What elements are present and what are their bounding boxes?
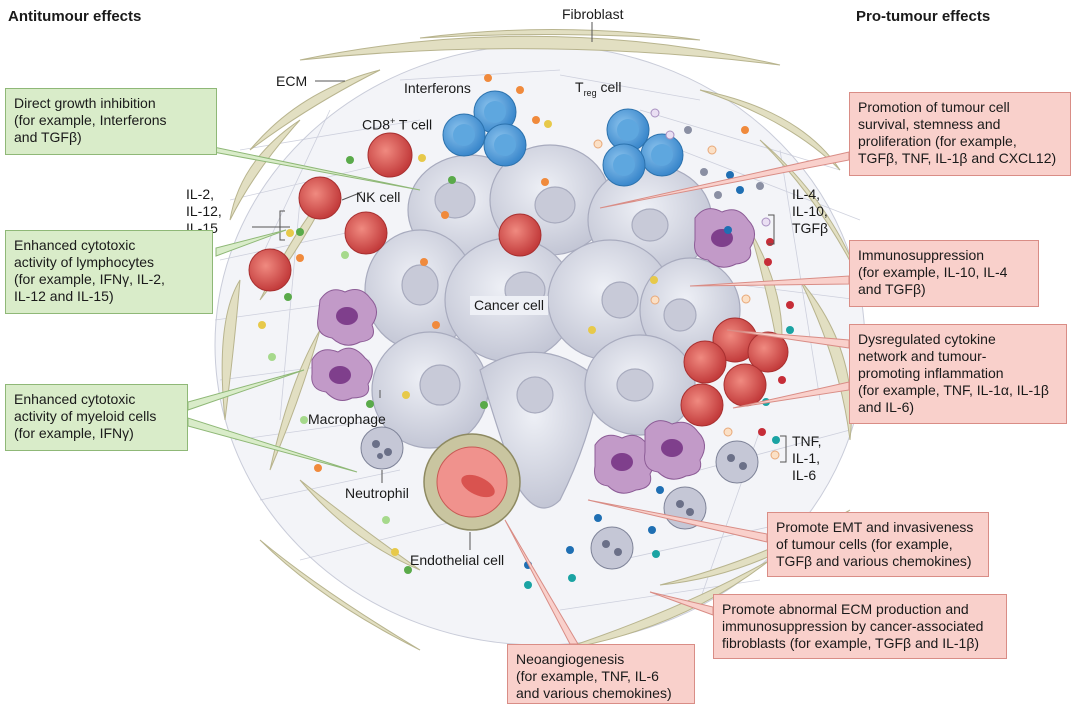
box-line: Promote EMT and invasiveness	[776, 519, 974, 535]
box-line: (for example, Interferons	[14, 112, 167, 128]
box-line: and TGFβ)	[14, 129, 82, 145]
tumour-survival-box: Promotion of tumour cell survival, stemn…	[849, 92, 1071, 176]
neoangiogenesis-box: Neoangiogenesis (for example, TNF, IL-6 …	[507, 644, 695, 704]
neutrophils	[360, 426, 759, 570]
fibroblast-label: Fibroblast	[562, 6, 624, 22]
box-line: and TGFβ)	[858, 281, 926, 297]
right-cytokine: IL-4,	[792, 186, 821, 202]
abnormal-ecm-box: Promote abnormal ECM production and immu…	[713, 594, 1007, 659]
box-line: Enhanced cytotoxic	[14, 391, 136, 407]
antitumour-header: Antitumour effects	[8, 8, 142, 25]
box-line: Neoangiogenesis	[516, 651, 625, 667]
antitumour-callouts	[174, 138, 421, 473]
cancer-cell-label: Cancer cell	[470, 296, 549, 315]
endothelial-cell-label: Endothelial cell	[410, 552, 505, 568]
box-line: and IL-6)	[858, 399, 915, 415]
leader-lines	[252, 22, 787, 550]
cytokine-particles	[258, 74, 794, 589]
protumour-callouts	[504, 151, 850, 645]
box-line: TGFβ and various chemokines)	[776, 553, 972, 569]
right-cytokine: IL-6	[792, 467, 817, 483]
cd8-t-cell-label: CD8+ T cell	[362, 113, 432, 134]
cd8-label-rest: T cell	[395, 116, 433, 133]
right-cytokine: TGFβ	[792, 220, 829, 236]
box-line: Enhanced cytotoxic	[14, 237, 136, 253]
immunosuppression-box: Immunosuppression (for example, IL-10, I…	[849, 240, 1039, 307]
box-line: (for example, TNF, IL-1α, IL-1β	[858, 382, 1049, 398]
t-cells	[442, 90, 684, 187]
box-line: network and tumour-	[858, 348, 987, 364]
box-line: (for example, IL-10, IL-4	[858, 264, 1008, 280]
box-line: (for example, IFNγ, IL-2,	[14, 271, 165, 287]
direct-growth-inhibition-box: Direct growth inhibition (for example, I…	[5, 88, 217, 155]
right-cytokine: IL-1,	[792, 450, 821, 466]
nk-cell-label: NK cell	[356, 189, 401, 205]
left-cytokine: IL-12,	[186, 203, 222, 219]
cd8-label-main: CD8	[362, 116, 391, 133]
neutrophil-label: Neutrophil	[345, 485, 409, 501]
emt-invasiveness-box: Promote EMT and invasiveness of tumour c…	[767, 512, 989, 577]
box-line: and various chemokines)	[516, 685, 672, 701]
treg-label-rest: cell	[596, 79, 622, 95]
box-line: fibroblasts (for example, TGFβ and IL-1β…	[722, 635, 980, 651]
interferons-label: Interferons	[404, 80, 471, 96]
box-line: Direct growth inhibition	[14, 95, 156, 111]
ecm-label: ECM	[276, 73, 308, 89]
treg-label-main: T	[575, 79, 584, 95]
box-line: promoting inflammation	[858, 365, 1004, 381]
box-line: activity of myeloid cells	[14, 408, 157, 424]
box-line: Dysregulated cytokine	[858, 331, 996, 347]
box-line: IL-12 and IL-15)	[14, 288, 114, 304]
box-line: Promote abnormal ECM production and	[722, 601, 969, 617]
box-line: immunosuppression by cancer-associated	[722, 618, 984, 634]
lymphocyte-cytotoxicity-box: Enhanced cytotoxic activity of lymphocyt…	[5, 230, 213, 314]
box-line: (for example, IFNγ)	[14, 425, 134, 441]
treg-label-sub: reg	[583, 87, 597, 98]
box-line: Immunosuppression	[858, 247, 985, 263]
cytokine-network-box: Dysregulated cytokine network and tumour…	[849, 324, 1067, 424]
right-cytokine: IL-10,	[792, 203, 828, 219]
myeloid-cytotoxicity-box: Enhanced cytotoxic activity of myeloid c…	[5, 384, 188, 451]
box-line: TGFβ, TNF, IL-1β and CXCL12)	[858, 150, 1057, 166]
protumour-header: Pro-tumour effects	[856, 8, 991, 25]
right-cytokine-list-bottom: TNF, IL-1, IL-6	[792, 433, 822, 484]
macrophage-label: Macrophage	[308, 411, 386, 427]
box-line: activity of lymphocytes	[14, 254, 155, 270]
left-cytokine: IL-2,	[186, 186, 215, 202]
right-cytokine: TNF,	[792, 433, 822, 449]
box-line: of tumour cells (for example,	[776, 536, 953, 552]
box-line: proliferation (for example,	[858, 133, 1017, 149]
box-line: Promotion of tumour cell	[858, 99, 1010, 115]
blood-vessel	[423, 433, 521, 531]
cd8-label-sup: +	[390, 116, 396, 126]
box-line: survival, stemness and	[858, 116, 1001, 132]
box-line: (for example, TNF, IL-6	[516, 668, 659, 684]
cytotoxic-cells	[248, 132, 789, 427]
right-cytokine-list-top: IL-4, IL-10, TGFβ	[792, 186, 828, 237]
treg-cell-label: Treg cell	[575, 79, 621, 102]
